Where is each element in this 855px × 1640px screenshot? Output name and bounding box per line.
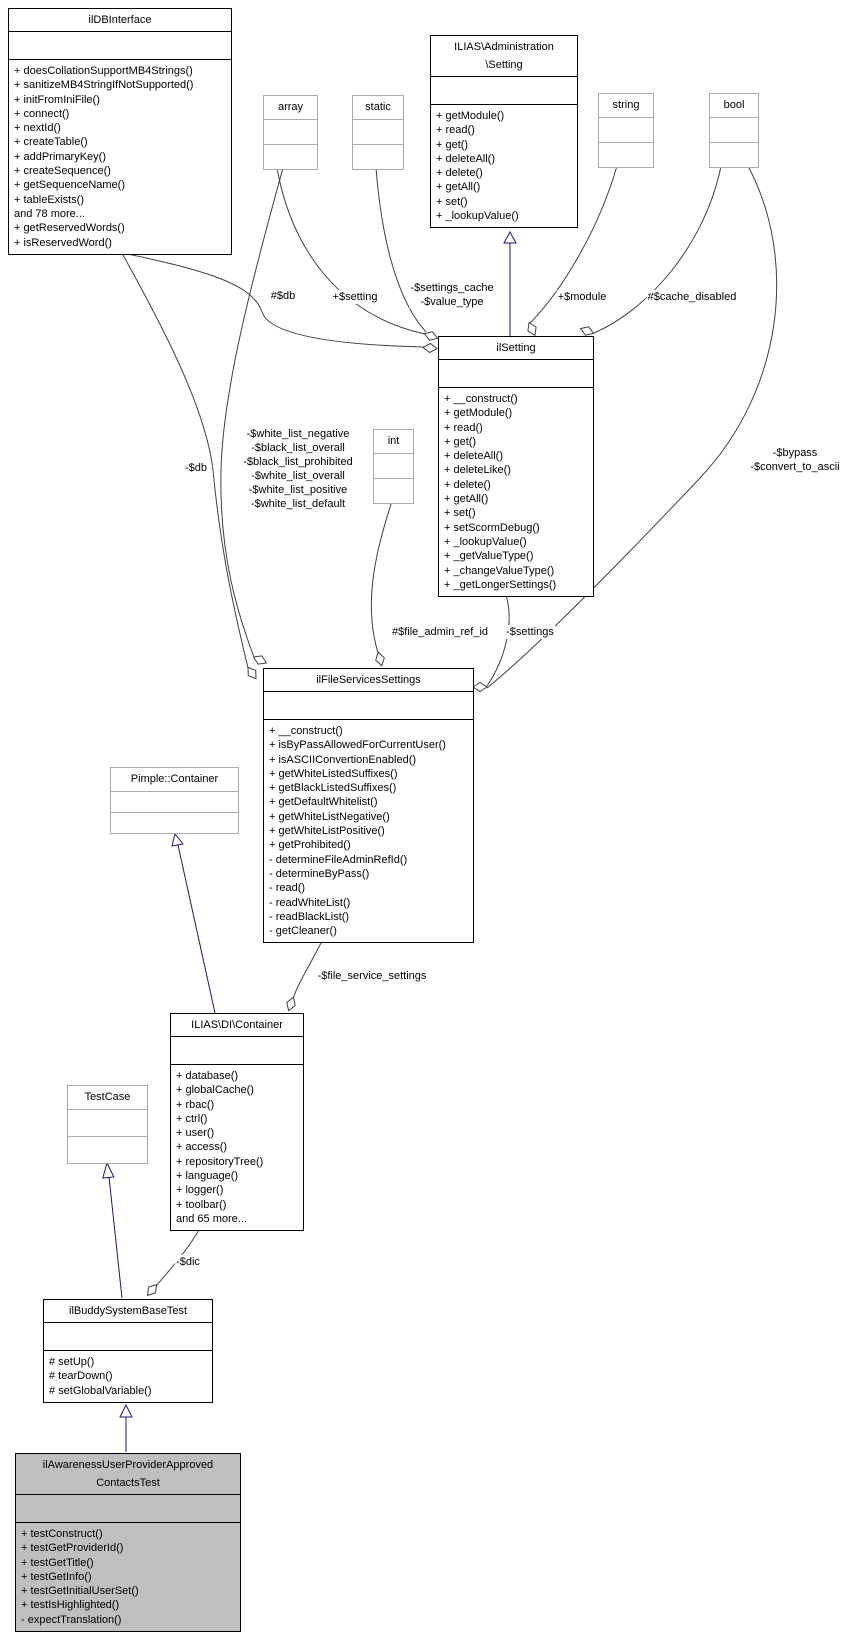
class-pimple-container: Pimple::Container — [110, 767, 239, 834]
edge-settings-cache — [375, 167, 427, 333]
aggregation-diamond-module — [527, 321, 537, 337]
attributes-section — [44, 1323, 212, 1351]
edge-label-file-admin-ref-id: #$file_admin_ref_id — [390, 625, 490, 639]
attributes-section — [439, 360, 593, 388]
edge-buddy-inherits — [108, 1176, 123, 1299]
edge-label-white-lists: -$white_list_negative -$black_list_overa… — [242, 427, 354, 511]
edge-label-settings: -$settings — [505, 625, 555, 639]
inheritance-arrowhead-pimple — [171, 832, 184, 847]
class-testcase: TestCase — [67, 1085, 148, 1164]
type-name: string — [612, 99, 640, 111]
aggregation-diamond-file-admin-ref-id — [375, 651, 385, 667]
edge-label-file-service-settings: -$file_service_settings — [316, 969, 428, 983]
aggregation-diamond-dic — [146, 1283, 158, 1297]
edge-label-dic: -$dic — [175, 1255, 201, 1269]
class-ilias-di-container[interactable]: ILIAS\DI\Container + database() + global… — [170, 1013, 304, 1232]
aggregation-diamond-db-protected — [422, 342, 438, 354]
edge-label-bypass: -$bypass -$convert_to_ascii — [749, 446, 841, 474]
methods-section: + testConstruct() + testGetProviderId() … — [21, 1528, 139, 1626]
aggregation-diamond-db-private — [247, 666, 257, 680]
aggregation-diamond-file-service-settings — [286, 996, 296, 1012]
attributes-section — [171, 1037, 303, 1065]
attributes-section — [16, 1495, 240, 1523]
methods-section: + getModule() + read() + get() + deleteA… — [436, 110, 519, 223]
type-box-static: static — [352, 95, 404, 170]
edge-file-service-settings — [292, 940, 323, 1000]
inheritance-arrowhead-admin-setting — [503, 230, 517, 244]
class-ilawarenessuserproviderapprovedcontactstest[interactable]: ilAwarenessUserProviderApproved Contacts… — [15, 1453, 241, 1633]
class-ilfileservicessettings[interactable]: ilFileServicesSettings + __construct() +… — [263, 668, 474, 944]
type-box-string: string — [598, 93, 654, 168]
class-title: ilSetting — [439, 337, 593, 360]
inheritance-arrowhead-testcase — [102, 1161, 115, 1179]
attributes-section — [264, 692, 473, 720]
edge-label-cache-disabled: #$cache_disabled — [646, 290, 738, 304]
class-ildbinterface[interactable]: ilDBInterface + doesCollationSupportMB4S… — [8, 8, 232, 255]
class-title: ilFileServicesSettings — [264, 669, 473, 692]
inheritance-arrowhead-buddy — [119, 1403, 133, 1418]
edge-file-admin-ref-id — [370, 500, 393, 654]
class-title: ILIAS\Administration \Setting — [431, 36, 577, 77]
methods-section: + doesCollationSupportMB4Strings() + san… — [14, 65, 194, 249]
edge-label-settings-cache: -$settings_cache -$value_type — [409, 281, 495, 309]
edge-setting — [276, 167, 426, 335]
attributes-section — [9, 32, 231, 60]
class-ilias-administration-setting[interactable]: ILIAS\Administration \Setting + getModul… — [430, 35, 578, 229]
edge-label-db-private: -$db — [183, 461, 209, 475]
aggregation-diamond-setting — [423, 331, 439, 341]
type-box-int: int — [373, 429, 414, 504]
class-title: TestCase — [84, 1091, 131, 1103]
class-title: ILIAS\DI\Container — [171, 1014, 303, 1037]
type-box-array: array — [263, 95, 318, 170]
edge-label-setting: +$setting — [331, 290, 379, 304]
aggregation-diamond-cache-disabled — [579, 326, 595, 336]
edge-label-module: +$module — [556, 290, 608, 304]
type-name: bool — [723, 99, 745, 111]
type-name: static — [365, 101, 391, 113]
aggregation-diamond-settings — [472, 681, 488, 693]
edge-cache-disabled — [593, 165, 722, 334]
edge-db-protected — [87, 245, 425, 348]
class-title: Pimple::Container — [130, 773, 219, 785]
type-name: array — [277, 101, 304, 113]
class-title: ilAwarenessUserProviderApproved Contacts… — [16, 1454, 240, 1495]
aggregation-diamond-white-lists — [252, 655, 268, 665]
attributes-section — [431, 77, 577, 105]
methods-section: + database() + globalCache() + rbac() + … — [176, 1070, 264, 1225]
class-ilbuddysystembasetest[interactable]: ilBuddySystemBaseTest # setUp() # tearDo… — [43, 1299, 213, 1403]
class-title: ilBuddySystemBaseTest — [44, 1300, 212, 1323]
type-box-bool: bool — [709, 93, 759, 168]
edge-label-db-protected: #$db — [269, 289, 297, 303]
edge-di-inherits — [177, 844, 216, 1014]
methods-section: # setUp() # tearDown() # setGlobalVariab… — [49, 1356, 152, 1397]
edge-module — [529, 165, 618, 324]
class-ilsetting[interactable]: ilSetting + __construct() + getModule() … — [438, 336, 594, 598]
edge-settings-ref — [486, 594, 510, 687]
edge-white-lists — [220, 167, 284, 658]
methods-section: + __construct() + getModule() + read() +… — [444, 393, 557, 591]
methods-section: + __construct() + isByPassAllowedForCurr… — [269, 725, 446, 938]
class-title: ilDBInterface — [9, 9, 231, 32]
type-name: int — [387, 435, 400, 447]
edge-db-private — [117, 245, 249, 669]
